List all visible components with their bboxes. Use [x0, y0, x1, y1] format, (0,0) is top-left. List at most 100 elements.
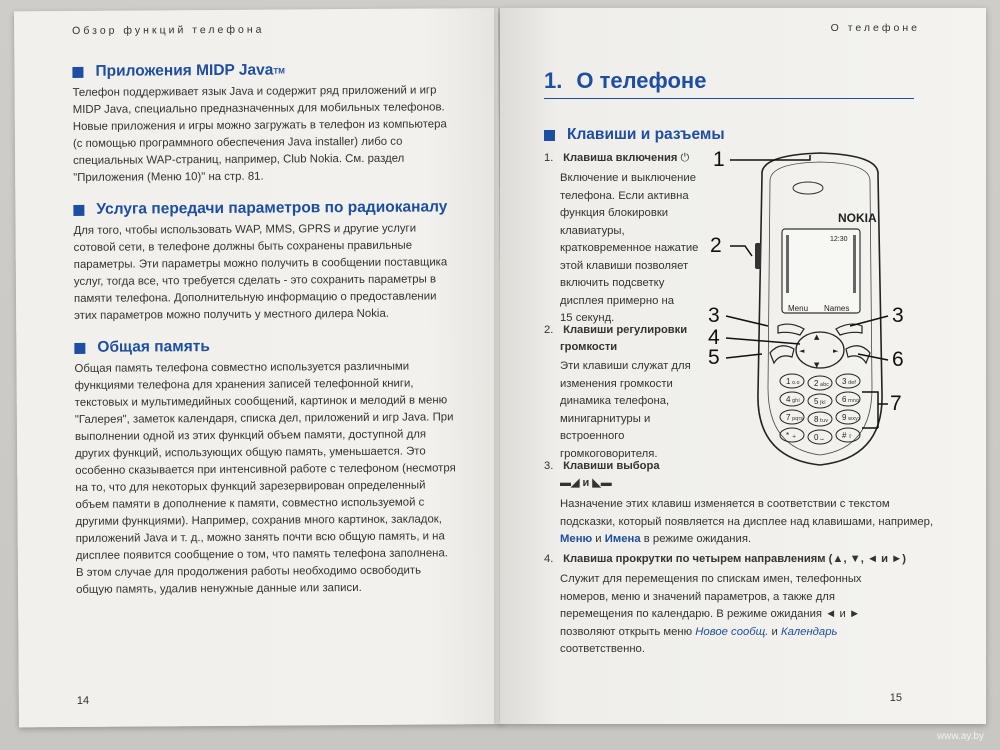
left-softkey-icon: [777, 323, 805, 336]
item-volume-keys: 2. Клавиши регулировки громкости: [544, 322, 687, 356]
right-page: О телефоне 1.О телефоне Клавиши и разъем…: [500, 8, 986, 724]
keypad-key: [779, 409, 805, 425]
desc-line: 15 секунд.: [560, 312, 615, 324]
trademark-sup: TM: [273, 65, 285, 76]
callout-3-right: 3: [892, 304, 904, 327]
section-bullet-icon: [73, 204, 85, 216]
item-scroll-key: 4. Клавиша прокрутки по четырем направле…: [544, 553, 906, 565]
keypad-key-letters: +: [792, 434, 796, 440]
keypad-key-letters: o.o: [792, 380, 800, 386]
item-scroll-description: Служит для перемещения по спискам имен, …: [560, 571, 900, 659]
section-text-memory: Общая память телефона совместно использу…: [74, 360, 456, 596]
section-ota: Услуга передачи параметров по радиоканал…: [73, 198, 456, 325]
keypad-key-digit: *: [786, 431, 789, 440]
keypad-key-letters: jkl: [819, 400, 826, 406]
phone-screen: [781, 228, 861, 314]
section-title-text: Услуга передачи параметров по радиоканал…: [96, 198, 448, 218]
section-bullet-icon: [74, 342, 86, 354]
left-page: Обзор функций телефона Приложения MIDP J…: [14, 8, 503, 728]
desc-line: минигарнитуры и: [560, 412, 651, 425]
selection-keys-icon: ▬◢ и ◣▬: [560, 477, 612, 489]
callout-3-left: 3: [708, 304, 720, 327]
item-title: Клавиши регулировки: [563, 324, 688, 336]
chapter-title: 1.О телефоне: [544, 68, 914, 99]
keypad-key-letters: ghi: [792, 398, 800, 404]
desc-text: в режиме ожидания.: [640, 533, 752, 545]
keypad-key-digit: 4: [786, 395, 791, 404]
keypad-key-letters: pqrs: [792, 416, 803, 422]
item-power-description: Включение и выключение телефона. Если ак…: [560, 170, 710, 328]
desc-line: Включение и выключение: [560, 172, 697, 184]
desc-line: динамика телефона,: [560, 395, 670, 407]
menu-calendar: Календарь: [780, 625, 838, 638]
section-memory: Общая память Общая память телефона совме…: [74, 336, 458, 599]
keypad-key: [807, 429, 833, 445]
section-bullet-icon: [72, 66, 84, 78]
section-title-text: Общая память: [97, 338, 210, 356]
item-number: 3.: [544, 460, 554, 472]
section-title-text: Приложения MIDP Java: [95, 61, 274, 80]
section-title-ota: Услуга передачи параметров по радиоканал…: [73, 198, 455, 219]
desc-line: громкоговорителя.: [560, 447, 658, 460]
running-head-right: О телефоне: [830, 22, 920, 34]
keypad-key-letters: def: [848, 380, 856, 386]
keypad-key: [779, 373, 805, 389]
desc-text: Назначение этих клавиш изменяется в соот…: [560, 498, 934, 528]
desc-line: телефона. Если активна: [560, 189, 689, 202]
battery-bar-icon: [853, 235, 856, 293]
keypad-key-letters: ⌴: [820, 436, 824, 442]
item-title-line2: громкости: [560, 341, 618, 353]
keypad-key: [807, 393, 833, 409]
callout-2: 2: [710, 234, 722, 257]
desc-line: встроенного: [560, 430, 625, 442]
keypad-key-digit: 1: [786, 377, 791, 386]
keypad-key-digit: 9: [842, 413, 847, 422]
keypad-key-letters: ⇧: [848, 434, 852, 440]
power-icon: ⏻: [680, 152, 690, 164]
keypad-key-letters: tuv: [820, 418, 828, 424]
item-title-suffix: (▲, ▼, ◄ и ►): [825, 553, 906, 565]
keypad-key-digit: 6: [842, 395, 847, 404]
keypad-key: [835, 391, 861, 407]
desc-line: функция блокировки: [560, 207, 669, 219]
keypad-key: [835, 409, 861, 425]
item-number: 4.: [544, 553, 554, 565]
callout-4: 4: [708, 326, 720, 349]
keypad-key: [779, 391, 805, 407]
chapter-number: 1.: [544, 68, 563, 93]
desc-text: и: [768, 625, 781, 638]
desc-text: соответственно.: [560, 643, 645, 655]
call-key-icon: [769, 345, 795, 365]
arrow-left-icon: ◄: [799, 347, 805, 355]
arrow-right-icon: ►: [833, 347, 839, 355]
desc-text: и: [592, 533, 605, 545]
keypad-key-digit: 7: [786, 413, 791, 422]
callout-6: 6: [892, 348, 904, 371]
section-title-memory: Общая память: [74, 336, 456, 357]
section-title-keys: Клавиши и разъемы: [544, 126, 725, 144]
keypad-key-letters: mno: [848, 398, 859, 404]
item-selection-description: Назначение этих клавиш изменяется в соот…: [560, 496, 940, 549]
callout-1: 1: [713, 148, 725, 171]
keypad-key-digit: #: [842, 431, 847, 440]
desc-line: этой клавиши позволяет: [560, 259, 689, 272]
arrow-down-icon: ▼: [814, 361, 820, 369]
desc-line: включить подсветку: [560, 277, 665, 289]
page-number-left: 14: [76, 694, 90, 707]
item-number: 2.: [544, 324, 554, 336]
keypad-key-digit: 8: [814, 415, 819, 424]
callout-5: 5: [708, 346, 720, 369]
keypad-key-digit: 0: [814, 433, 819, 442]
watermark: www.ay.by: [936, 731, 984, 742]
arrow-up-icon: ▲: [814, 333, 820, 341]
page-number-right: 15: [889, 692, 902, 704]
softkey-names-word: Имена: [604, 533, 641, 545]
phone-brand: NOKIA: [838, 211, 877, 225]
desc-line: кратковременное нажатие: [560, 242, 699, 254]
phone-softkey-left-label: Menu: [788, 304, 808, 313]
desc-line: Эти клавиши служат для: [560, 360, 691, 372]
volume-key-icon: [755, 243, 761, 269]
